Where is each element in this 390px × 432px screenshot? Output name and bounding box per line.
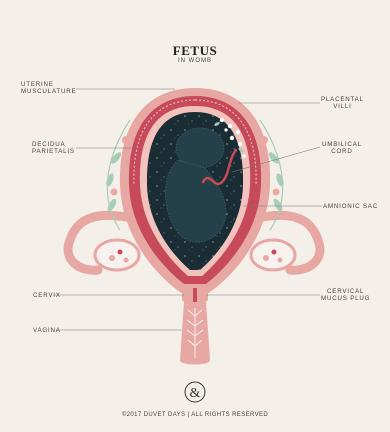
cervical-mucus-plug — [193, 288, 197, 304]
logo-ampersand: & — [190, 386, 201, 401]
label-vagina: VAGINA — [33, 327, 61, 334]
copyright-notice: ©2017 DUVET DAYS | ALL RIGHTS RESERVED — [0, 412, 390, 418]
label-amnionic-sac: AMNIONIC SAC — [323, 203, 378, 210]
label-cervix: CERVIX — [33, 292, 61, 299]
